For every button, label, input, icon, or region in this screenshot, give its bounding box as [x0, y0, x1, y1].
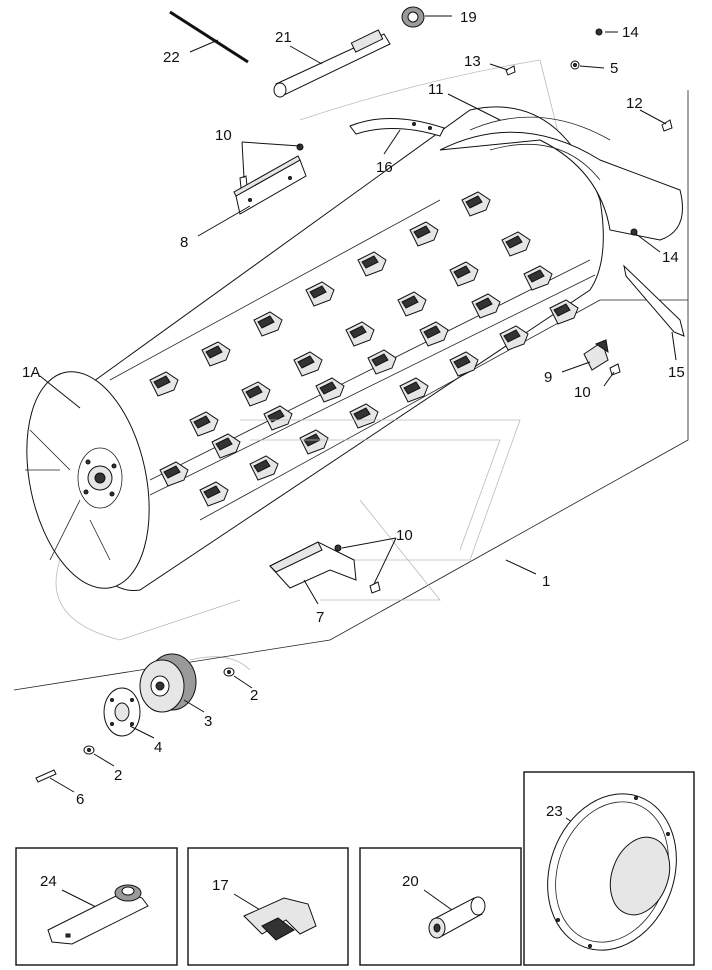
flail-knife-edge [465, 195, 483, 209]
flail-knife-edge [353, 407, 371, 421]
flail-knife-edge [527, 269, 545, 283]
phantom-frame [55, 59, 561, 671]
flail-knife-edge [163, 465, 181, 479]
callout-20: 20 [402, 873, 419, 890]
callout-7: 7 [316, 609, 324, 626]
callout-12: 12 [626, 95, 643, 112]
callout-14-top: 14 [622, 24, 639, 41]
flail-knife-edge [349, 325, 367, 339]
callout-8: 8 [180, 234, 188, 251]
callout-3: 3 [204, 713, 212, 730]
callout-22: 22 [163, 49, 180, 66]
callout-9: 9 [544, 369, 552, 386]
callout-16: 16 [376, 159, 393, 176]
part-8-bracket [233, 155, 307, 215]
flail-knife-edge [553, 303, 571, 317]
callout-2-lower: 2 [114, 767, 122, 784]
part-12-bolt [661, 119, 673, 132]
callout-2-upper: 2 [250, 687, 258, 704]
flail-knife-edge [253, 459, 271, 473]
callout-4: 4 [154, 739, 162, 756]
callout-19: 19 [460, 9, 477, 26]
callout-10-bottom: 10 [396, 527, 413, 544]
callout-10-top: 10 [215, 127, 232, 144]
flail-knife-edge [453, 265, 471, 279]
inset-24: 24 [15, 847, 178, 966]
callouts: 22 21 19 14 5 13 11 12 10 16 8 14 1A 15 … [22, 9, 685, 808]
flail-knife-edge [371, 353, 389, 367]
callout-17: 17 [212, 877, 229, 894]
flail-knife-edge [505, 235, 523, 249]
leader-lines [39, 15, 677, 793]
flail-knife-edge [423, 325, 441, 339]
flail-knife-edge [403, 381, 421, 395]
flail-knife-edge [297, 355, 315, 369]
callout-15: 15 [668, 364, 685, 381]
flail-knife-edge [319, 381, 337, 395]
part-22-rod [169, 10, 249, 64]
inset-17: 17 [187, 847, 349, 966]
part-6-bolt [35, 769, 57, 783]
flail-knife-edge [193, 415, 211, 429]
part-7-bracket [269, 541, 357, 589]
callout-24: 24 [40, 873, 57, 890]
callout-6: 6 [76, 791, 84, 808]
flail-knife-edge [153, 375, 171, 389]
flail-knife-edge [245, 385, 263, 399]
rotor-drum [25, 106, 683, 592]
callout-21: 21 [275, 29, 292, 46]
flail-knife-edge [361, 255, 379, 269]
part-16-curved-blade [349, 118, 445, 137]
flail-knife-edge [503, 329, 521, 343]
hub-assembly [35, 653, 235, 783]
flail-knife-edge [257, 315, 275, 329]
callout-1: 1 [542, 573, 550, 590]
callout-14-right: 14 [662, 249, 679, 266]
part-14-nut-top [595, 28, 603, 36]
flail-knife-edge [401, 295, 419, 309]
part-19-seal [401, 6, 425, 28]
flail-knife-edge [203, 485, 221, 499]
flail-knife-edge [309, 285, 327, 299]
inset-20: 20 [359, 847, 522, 966]
flail-knives [149, 191, 579, 507]
flail-knife-edge [205, 345, 223, 359]
callout-10-right: 10 [574, 384, 591, 401]
callout-23: 23 [546, 803, 563, 820]
flail-knife-edge [413, 225, 431, 239]
part-13-bolt [505, 65, 516, 76]
callout-1a: 1A [22, 364, 40, 381]
part-9-knife [583, 339, 609, 371]
part-14-nut-right [630, 228, 638, 236]
callout-13: 13 [464, 53, 481, 70]
flail-knife-edge [475, 297, 493, 311]
part-15-strip [623, 264, 685, 337]
flail-knife-edge [215, 437, 233, 451]
callout-11: 11 [428, 81, 444, 98]
callout-5: 5 [610, 60, 618, 77]
inset-23: 23 [523, 771, 695, 966]
flail-knife-edge [453, 355, 471, 369]
part-21-shaft [273, 29, 391, 98]
